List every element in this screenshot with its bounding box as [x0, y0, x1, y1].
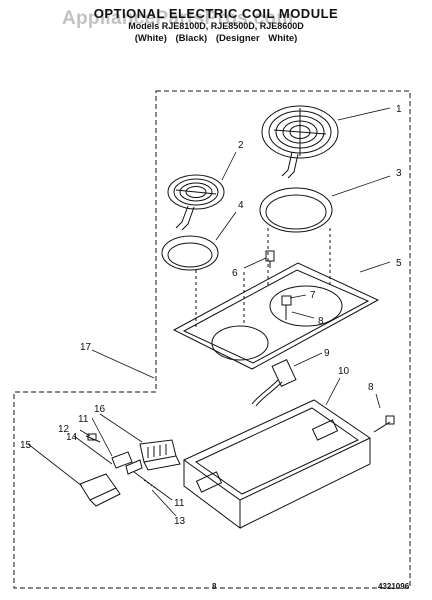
receptacle-small [265, 250, 275, 268]
document-number: 4321096 [378, 582, 410, 591]
callout-7: 7 [310, 290, 316, 301]
junction-box [79, 473, 121, 507]
watermark: AppliancePartsPros.com [62, 8, 294, 29]
module-box [183, 399, 372, 529]
model-numbers: Models RJE8100D, RJE8500D, RJE8600D [128, 21, 304, 31]
callout-5: 5 [396, 258, 402, 269]
callout-3: 3 [396, 168, 402, 179]
callout-17: 17 [80, 342, 92, 353]
callout-6: 6 [232, 268, 238, 279]
callout-11: 11 [78, 414, 89, 425]
callout-11b: 11 [174, 498, 185, 509]
callout-8b: 8 [368, 382, 374, 393]
callout-2: 2 [238, 140, 244, 151]
callout-15: 15 [20, 440, 32, 451]
callout-10: 10 [338, 366, 350, 377]
callout-8: 8 [318, 316, 324, 327]
module-boundary [13, 90, 411, 589]
callout-4: 4 [238, 200, 244, 211]
color-options: (White) (Black) (Designer White) [134, 33, 298, 44]
receptacle-large [281, 295, 292, 320]
wire-nut [85, 433, 101, 443]
callout-12: 12 [58, 424, 70, 435]
diagram-title: OPTIONAL ELECTRIC COIL MODULE [93, 6, 339, 21]
callout-16: 16 [94, 404, 106, 415]
small-drip-bowl [161, 235, 219, 271]
callout-14: 14 [66, 432, 78, 443]
clip [125, 459, 143, 475]
large-coil-element [261, 105, 339, 179]
mounting-screw [373, 415, 395, 433]
callout-13: 13 [174, 516, 186, 527]
bracket [111, 451, 133, 469]
power-cord-plug [251, 358, 297, 407]
page-number: 8 [212, 582, 217, 591]
callout-9: 9 [324, 348, 330, 359]
large-drip-bowl [259, 187, 333, 233]
small-coil-element [167, 174, 225, 231]
terminal-block [139, 439, 181, 471]
callout-1: 1 [396, 104, 402, 115]
cooktop-frame [172, 262, 380, 370]
